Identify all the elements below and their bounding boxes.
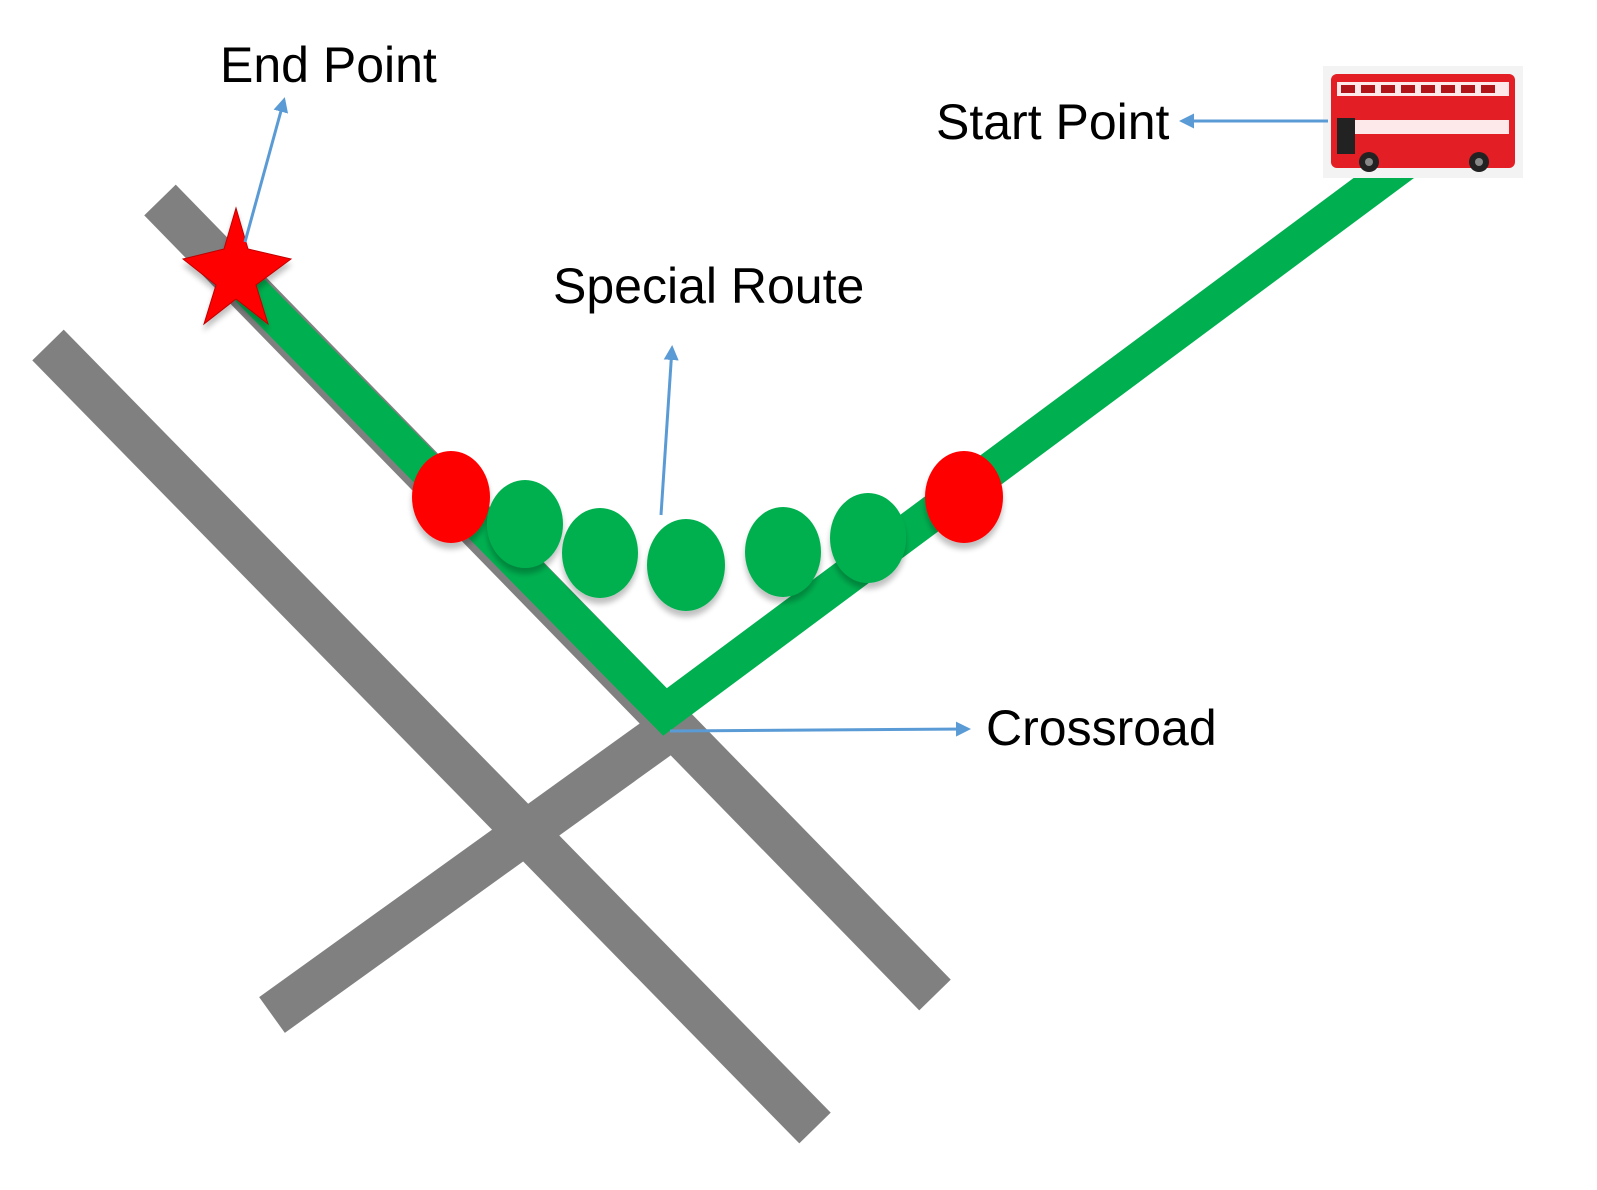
road-segment bbox=[32, 329, 831, 1144]
crossroad-label: Crossroad bbox=[986, 700, 1217, 756]
green-stop-marker bbox=[745, 507, 821, 597]
green-stop-marker bbox=[487, 480, 563, 568]
road-network bbox=[32, 184, 951, 1144]
green-stop-marker bbox=[830, 493, 906, 583]
route-path bbox=[225, 145, 1419, 736]
red-stop-marker bbox=[925, 451, 1003, 543]
green-stop-marker bbox=[562, 508, 638, 598]
special-route-arrow bbox=[659, 345, 679, 516]
star-icon bbox=[181, 206, 293, 326]
route-stops bbox=[412, 451, 1003, 611]
special-route-label: Special Route bbox=[553, 258, 864, 314]
callout-arrows bbox=[243, 97, 1328, 737]
end-point-arrow bbox=[243, 97, 289, 243]
crossroad-arrow bbox=[669, 721, 971, 737]
bus-route-line bbox=[225, 145, 1419, 736]
green-stop-marker bbox=[647, 519, 725, 611]
end-point-label: End Point bbox=[220, 37, 437, 93]
red-stop-marker bbox=[412, 451, 490, 543]
bus-icon bbox=[1323, 66, 1523, 178]
start-point-label: Start Point bbox=[936, 94, 1170, 150]
road-segment bbox=[259, 700, 698, 1033]
